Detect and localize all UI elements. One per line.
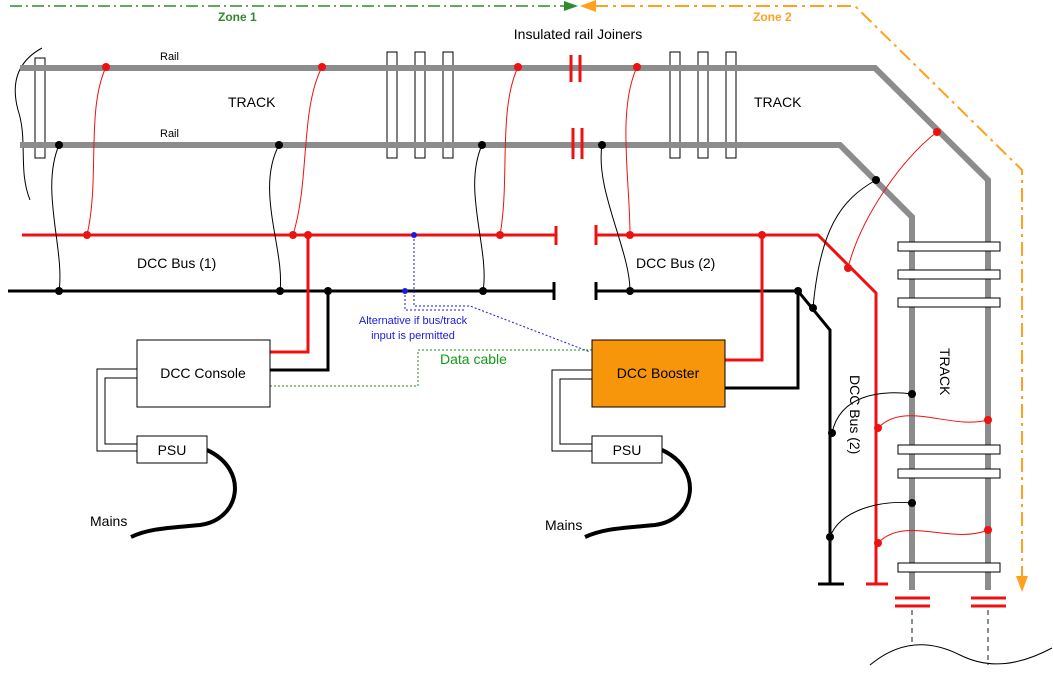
console-red-lead [270,235,310,354]
dcc-bus-2-label: DCC Bus (2) [636,255,715,271]
outer-rail [20,65,991,590]
insulated-joiner-bottom [571,128,584,159]
zone-1-arrow [10,1,578,11]
psu-right-label: PSU [613,442,642,458]
rail-continuation-dashes [911,610,989,665]
data-cable-label: Data cable [440,351,507,367]
black-feeders [51,144,913,538]
psu-left-label: PSU [158,442,187,458]
insulated-joiner-top [569,55,582,82]
sleepers-right [669,51,737,159]
console-psu-link [96,368,137,452]
mains-cable-right [584,448,692,539]
console-black-lead [270,291,330,372]
psu-left-box [136,435,208,464]
dcc-bus-2-vertical-label: DCC Bus (2) [847,375,863,454]
rail-label-bottom: Rail [160,128,179,140]
track-break-edge-bottom [869,644,1053,666]
dcc-console-box [136,339,271,408]
track-label-right: TRACK [754,94,802,110]
dcc-booster-box [591,339,726,408]
zone-1-label: Zone 1 [218,10,257,24]
dcc-bus-2-red [596,233,878,584]
zone-2-label: Zone 2 [753,10,792,24]
booster-black-lead [725,291,800,390]
dcc-console-label: DCC Console [160,365,246,381]
insulated-joiners-label: Insulated rail Joiners [514,26,642,42]
insulated-joiner-vertical-inner [895,596,930,608]
alternative-note-line1: Alternative if bus/track [359,315,468,327]
data-cable-line [270,349,592,387]
red-junction-dots [83,63,992,547]
black-junction-dots [55,141,916,541]
red-feeders [86,66,989,544]
mains-label-right: Mains [545,517,582,533]
mains-label-left: Mains [90,513,127,529]
track-label-left: TRACK [228,94,276,110]
track-label-vertical: TRACK [937,348,953,396]
rail-label-top: Rail [160,51,179,63]
booster-red-lead [725,235,764,362]
sleepers-left [34,51,454,159]
insulated-joiner-vertical-outer [971,596,1006,608]
sleepers-vertical [897,241,1001,573]
mains-cable-left [130,448,237,539]
dcc-bus-1-label: DCC Bus (1) [137,255,216,271]
psu-right-box [591,435,663,464]
booster-psu-link [551,369,592,452]
zone-2-arrow [580,0,1028,592]
blue-junction-dots [402,232,417,294]
dcc-booster-label: DCC Booster [617,365,700,381]
alternative-note-line2: input is permitted [371,330,455,342]
track-break-edge-left [14,47,43,201]
